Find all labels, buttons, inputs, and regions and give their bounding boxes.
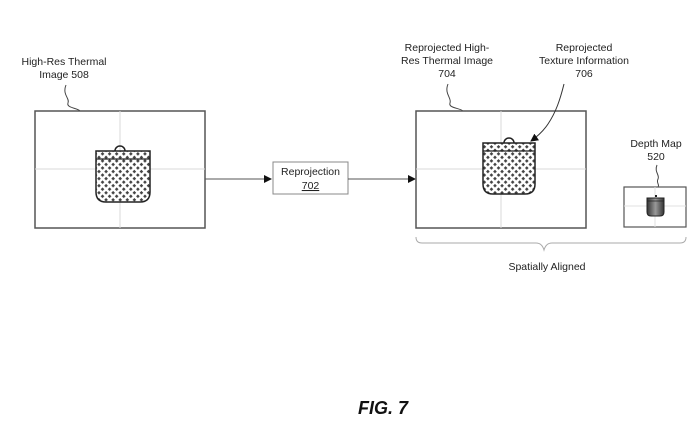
figure-caption: FIG. 7 [358,398,409,418]
reprojection-ref: 702 [302,180,320,192]
depth-map-object [646,195,665,217]
spatially-aligned-label: Spatially Aligned [508,261,585,273]
reprojected-image-label: Reprojected High- Res Thermal Image 704 [401,42,493,80]
depth-map-label-line2: 520 [647,151,665,163]
spatially-aligned-brace [415,236,687,252]
reprojection-box: Reprojection 702 [272,161,349,195]
texture-info-label-line3: 706 [575,68,593,80]
basket-handle [503,137,515,144]
reprojection-label: Reprojection [281,166,340,178]
texture-info-label-line2: Texture Information [539,55,629,67]
depth-map-label-line1: Depth Map [630,138,682,150]
reprojected-image-label-line2: Res Thermal Image [401,55,493,67]
reprojected-basket-object [482,137,536,195]
thermal-image-leader-line [64,84,81,112]
texture-info-label: Reprojected Texture Information 706 [539,42,629,80]
depth-map-label: Depth Map 520 [630,138,682,163]
thermal-image-label-line1: High-Res Thermal [22,56,107,68]
basket-body [95,150,151,203]
depth-map-leader-line [655,164,660,188]
thermal-image-label: High-Res Thermal Image 508 [22,56,107,81]
basket-object [95,145,151,203]
reprojected-image-label-line3: 704 [438,68,456,80]
texture-info-label-line1: Reprojected [556,42,613,54]
reprojected-image-leader-line [446,83,464,112]
basket-handle [114,145,126,152]
thermal-image-label-line2: Image 508 [39,69,89,81]
texture-info-pointer-arrow [530,83,565,142]
reprojected-image-label-line1: Reprojected High- [405,42,490,54]
basket-body [482,142,536,195]
